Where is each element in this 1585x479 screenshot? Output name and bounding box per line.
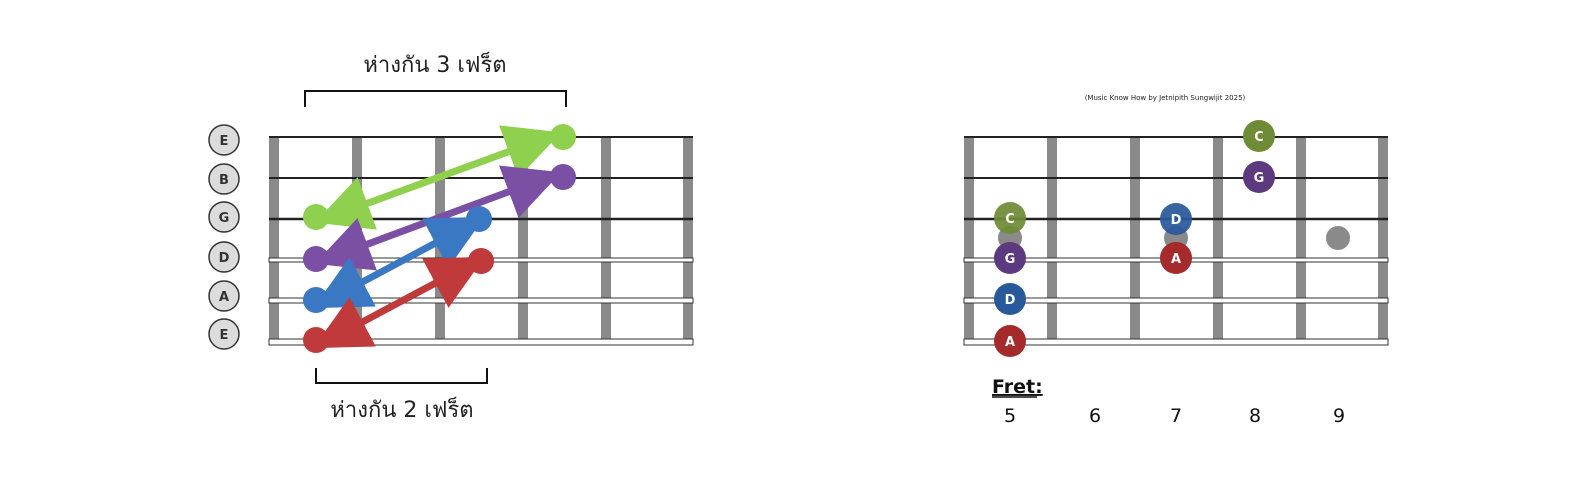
top-bracket	[304, 90, 567, 107]
note-label: C	[1005, 212, 1015, 227]
note-c-string3-fret5	[994, 202, 1026, 234]
fret-number-5: 5	[1004, 405, 1016, 427]
left-fret	[352, 137, 362, 344]
string-name-circle	[208, 318, 240, 350]
blue-dot-end	[466, 206, 492, 232]
note-label: D	[1171, 213, 1182, 228]
note-label: A	[1005, 335, 1015, 350]
string-name-circle	[208, 201, 240, 233]
left-fret	[601, 137, 611, 344]
fret-title: Fret:	[992, 376, 1043, 398]
right-fret	[1047, 137, 1057, 344]
fret-number-7: 7	[1170, 405, 1182, 427]
note-g-string4-fret5	[994, 242, 1026, 274]
left-string-a	[268, 297, 694, 304]
right-note-dots: C G C D G A D A	[994, 120, 1275, 357]
red-dot-end	[468, 248, 494, 274]
left-fret	[269, 137, 279, 344]
right-fret	[1378, 137, 1388, 344]
bottom-bracket	[315, 368, 488, 384]
note-d-string5-fret5	[994, 283, 1026, 315]
right-fretboard-diagram: (Music Know How by Jetnipith Sungwijit 2…	[963, 94, 1389, 427]
string-name-d: D	[219, 251, 230, 266]
string-name-e-low: E	[220, 328, 229, 343]
note-label: D	[1005, 293, 1016, 308]
string-name-column: E B G D A E	[208, 124, 240, 350]
interval-arrows	[313, 125, 562, 349]
left-fretboard-background	[269, 137, 693, 344]
inlay-marker-fret-9	[1326, 226, 1350, 250]
right-fret	[1296, 137, 1306, 344]
note-g-string2-fret8	[1243, 161, 1275, 193]
left-fretboard-diagram: ห่างกัน 3 เฟร็ต E B G	[208, 50, 694, 423]
credit-text: (Music Know How by Jetnipith Sungwijit 2…	[1085, 94, 1246, 102]
green-dot-start	[303, 204, 329, 230]
left-fretboard	[268, 136, 694, 346]
note-label: G	[1005, 252, 1016, 267]
left-fret	[683, 137, 693, 344]
string-name-e-high: E	[220, 134, 229, 149]
fret-number-6: 6	[1089, 405, 1101, 427]
fret-number-9: 9	[1333, 405, 1345, 427]
note-label: A	[1171, 252, 1181, 267]
bottom-distance-label: ห่างกัน 2 เฟร็ต	[330, 395, 473, 423]
blue-dot-start	[303, 287, 329, 313]
purple-dot-end	[550, 164, 576, 190]
top-distance-label: ห่างกัน 3 เฟร็ต	[363, 50, 506, 78]
left-note-dots	[303, 124, 576, 353]
note-a-string6-fret5	[994, 325, 1026, 357]
string-name-g: G	[219, 211, 230, 226]
right-fret	[1213, 137, 1223, 344]
note-a-string4-fret7	[1160, 242, 1192, 274]
note-d-string3-fret7	[1160, 203, 1192, 235]
right-fret	[1130, 137, 1140, 344]
string-name-b: B	[219, 173, 229, 188]
string-name-circle	[208, 124, 240, 156]
red-dot-start	[303, 327, 329, 353]
green-dot-end	[550, 124, 576, 150]
right-string-a	[963, 297, 1389, 304]
purple-dot-start	[303, 246, 329, 272]
left-string-e-low	[268, 338, 694, 346]
note-label: G	[1254, 171, 1265, 186]
right-fret	[964, 137, 974, 344]
string-name-circle	[208, 280, 240, 312]
right-string-e-low	[963, 338, 1389, 346]
red-arrow	[313, 256, 485, 349]
fret-number-8: 8	[1249, 405, 1261, 427]
note-c-string1-fret8	[1243, 120, 1275, 152]
string-name-circle	[208, 241, 240, 273]
string-name-a: A	[219, 290, 229, 305]
note-label: C	[1254, 130, 1264, 145]
left-fret	[518, 137, 528, 344]
string-name-circle	[208, 163, 240, 195]
